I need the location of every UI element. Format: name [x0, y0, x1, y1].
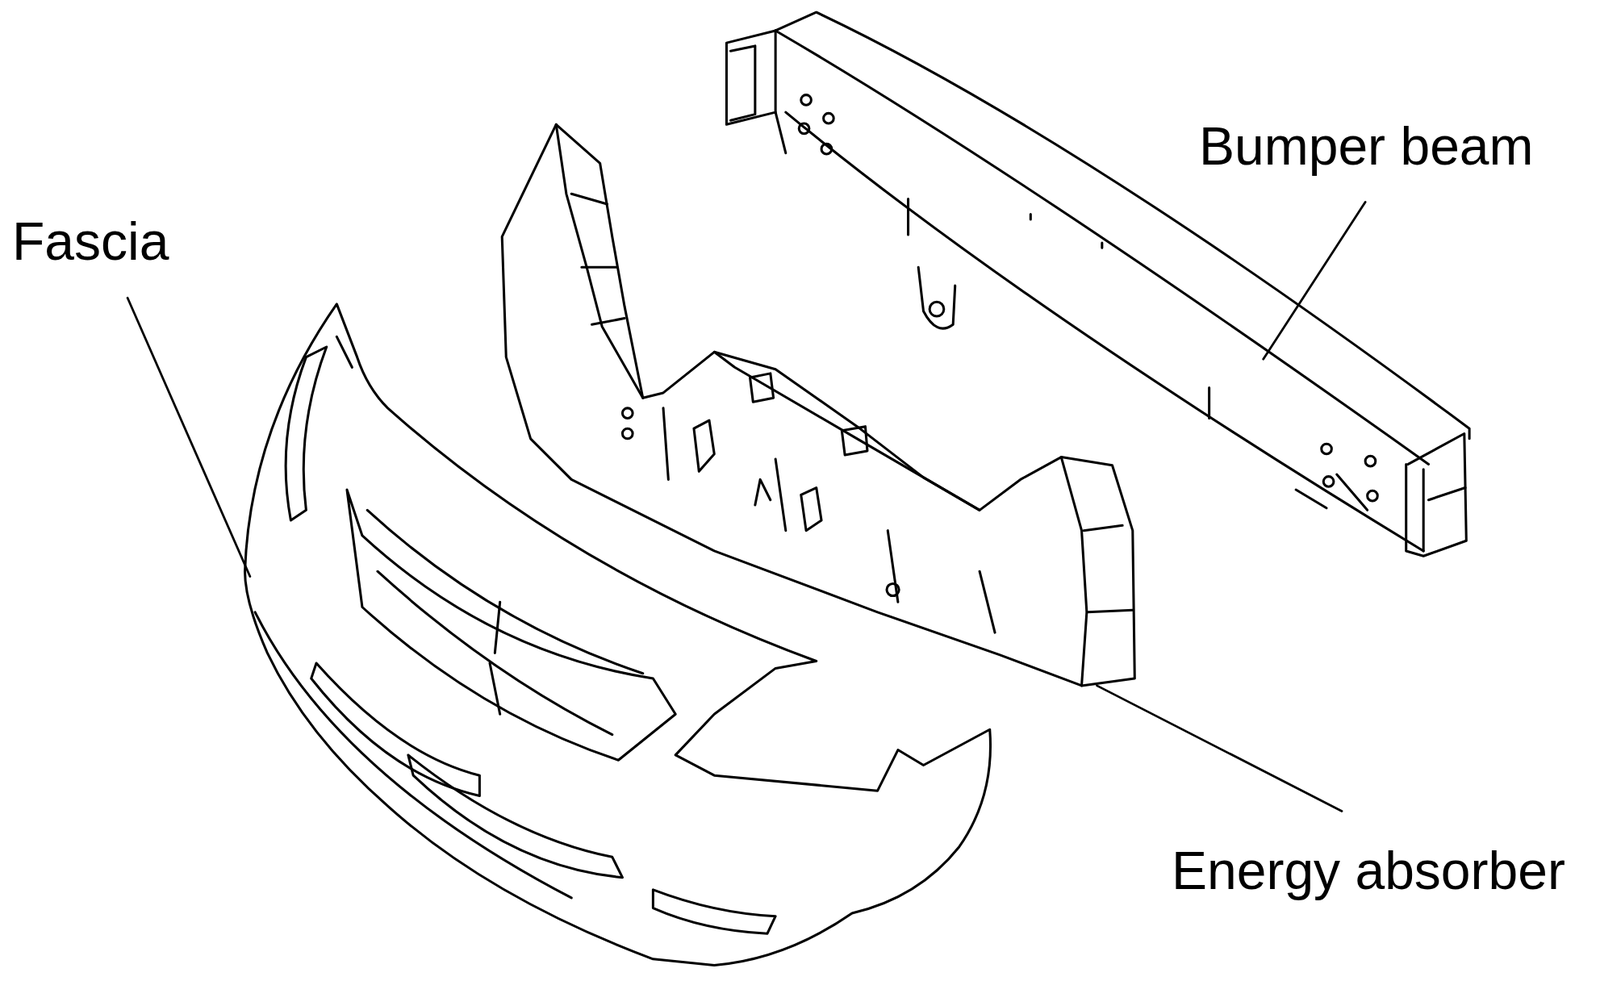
bumper-beam	[726, 12, 1470, 556]
part-label: Energy absorber	[1171, 840, 1566, 903]
leader-line	[1097, 685, 1343, 812]
part-label: Fascia	[12, 211, 169, 273]
leader-line	[127, 297, 251, 577]
leader-line	[1263, 201, 1366, 360]
energy-absorber	[501, 124, 1135, 686]
part-label: Bumper beam	[1198, 116, 1534, 178]
fascia	[245, 304, 991, 966]
leader-lines	[127, 201, 1366, 811]
